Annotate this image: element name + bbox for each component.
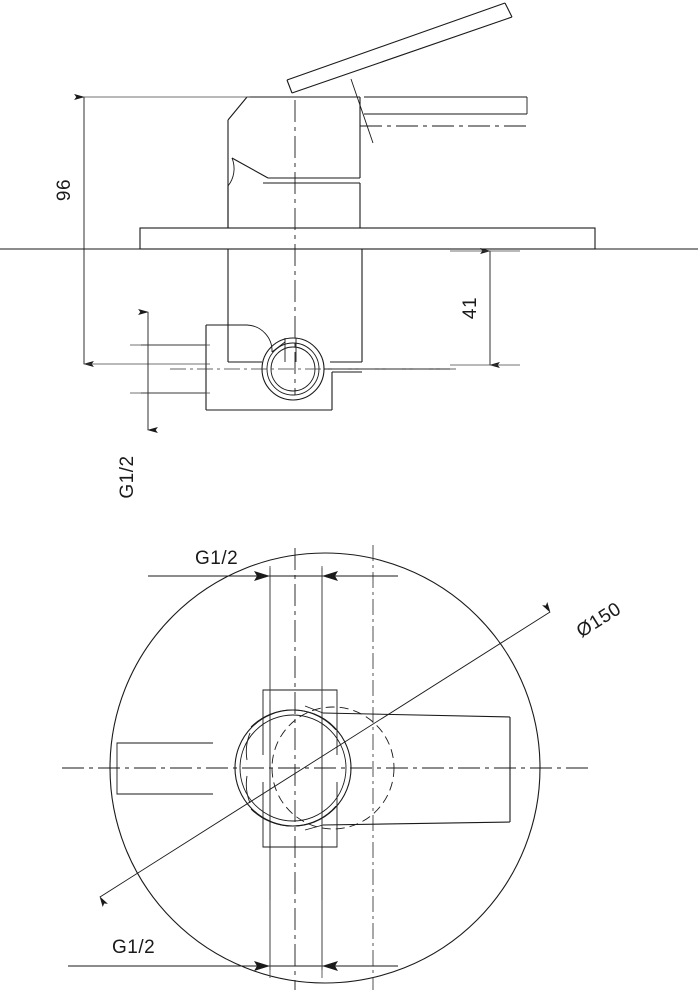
- dimension-g12-plan-top-text: G1/2: [195, 548, 238, 569]
- dimension-g12-side-text: G1/2: [117, 455, 138, 498]
- front-plan-view: Ø150 G1/2 G1/2: [62, 545, 625, 990]
- dimension-g12-side: G1/2: [117, 308, 210, 499]
- dimension-96: 96: [54, 93, 250, 368]
- dimension-g12-plan-bottom-text: G1/2: [112, 937, 155, 958]
- dimension-41: 41: [450, 247, 520, 369]
- lever-handle-raised: [286, 2, 513, 94]
- dimension-96-text: 96: [54, 179, 75, 201]
- side-elevation-view: 96 41 G1/2: [0, 2, 698, 499]
- valve-body-profile: [205, 249, 363, 411]
- inlet-pipe-rails: [269, 568, 323, 970]
- dimension-41-text: 41: [460, 297, 481, 319]
- valve-body-bracket: [116, 689, 338, 848]
- cartridge-housing-profile: [227, 96, 361, 228]
- lever-handle-horizontal: [364, 96, 528, 115]
- dimension-diameter-150-text: Ø150: [573, 599, 625, 643]
- dimension-g12-plan-top: G1/2: [148, 548, 398, 700]
- lever-pivot-leader: [350, 78, 374, 144]
- dimension-diameter-150: Ø150: [99, 599, 625, 908]
- dimension-g12-plan-bottom: G1/2: [68, 900, 398, 978]
- wall-plate-profile: [139, 227, 596, 250]
